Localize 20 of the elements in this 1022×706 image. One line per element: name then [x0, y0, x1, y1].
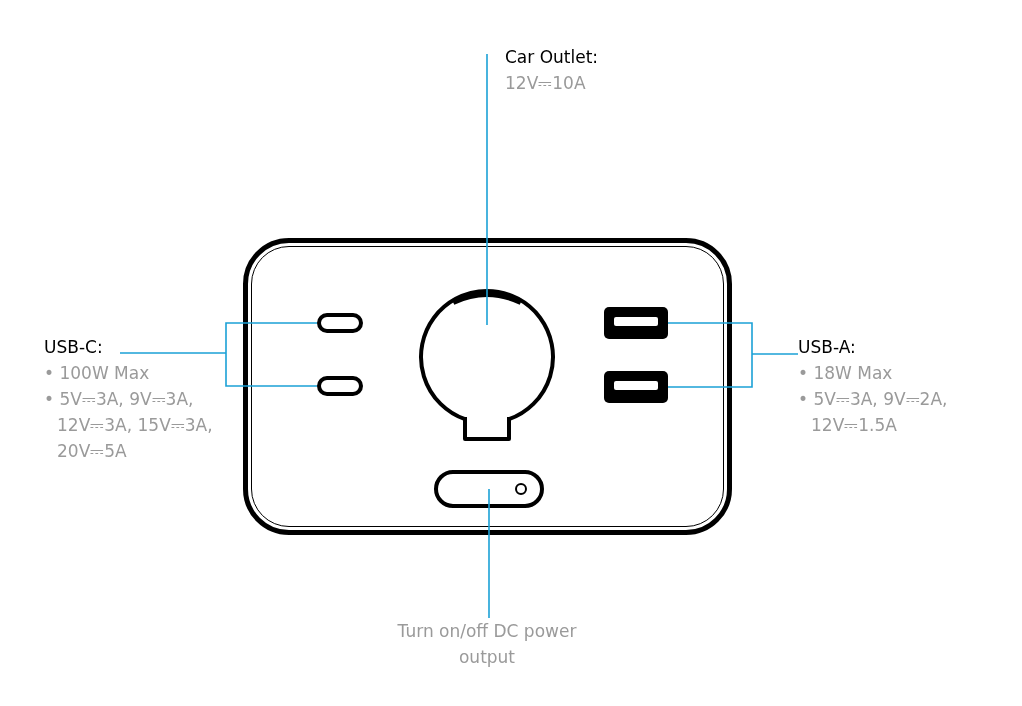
- leader-line: [119, 322, 318, 387]
- caption-text: Turn on/off DC power output: [397, 620, 577, 669]
- heading: USB-C:: [44, 336, 104, 359]
- leader-line: [488, 488, 490, 619]
- heading: Car Outlet:: [505, 46, 600, 69]
- spec-item: 12V⎓10A: [505, 72, 587, 95]
- spec-item: • 5V⎓3A, 9V⎓2A, 12V⎓1.5A: [798, 388, 949, 437]
- usb-a-port: [604, 371, 668, 403]
- spec-item: • 18W Max: [798, 362, 894, 385]
- leader-line: [667, 322, 799, 388]
- leader-line: [486, 53, 488, 326]
- heading: USB-A:: [798, 336, 857, 359]
- usb-c-port: [317, 376, 363, 396]
- usb-c-port: [317, 313, 363, 333]
- spec-item: • 5V⎓3A, 9V⎓3A, 12V⎓3A, 15V⎓3A, 20V⎓5A: [44, 388, 214, 463]
- usb-a-port: [604, 307, 668, 339]
- spec-item: • 100W Max: [44, 362, 151, 385]
- power-button: [434, 470, 544, 508]
- device-panel: [243, 238, 732, 535]
- car-socket: [419, 289, 555, 443]
